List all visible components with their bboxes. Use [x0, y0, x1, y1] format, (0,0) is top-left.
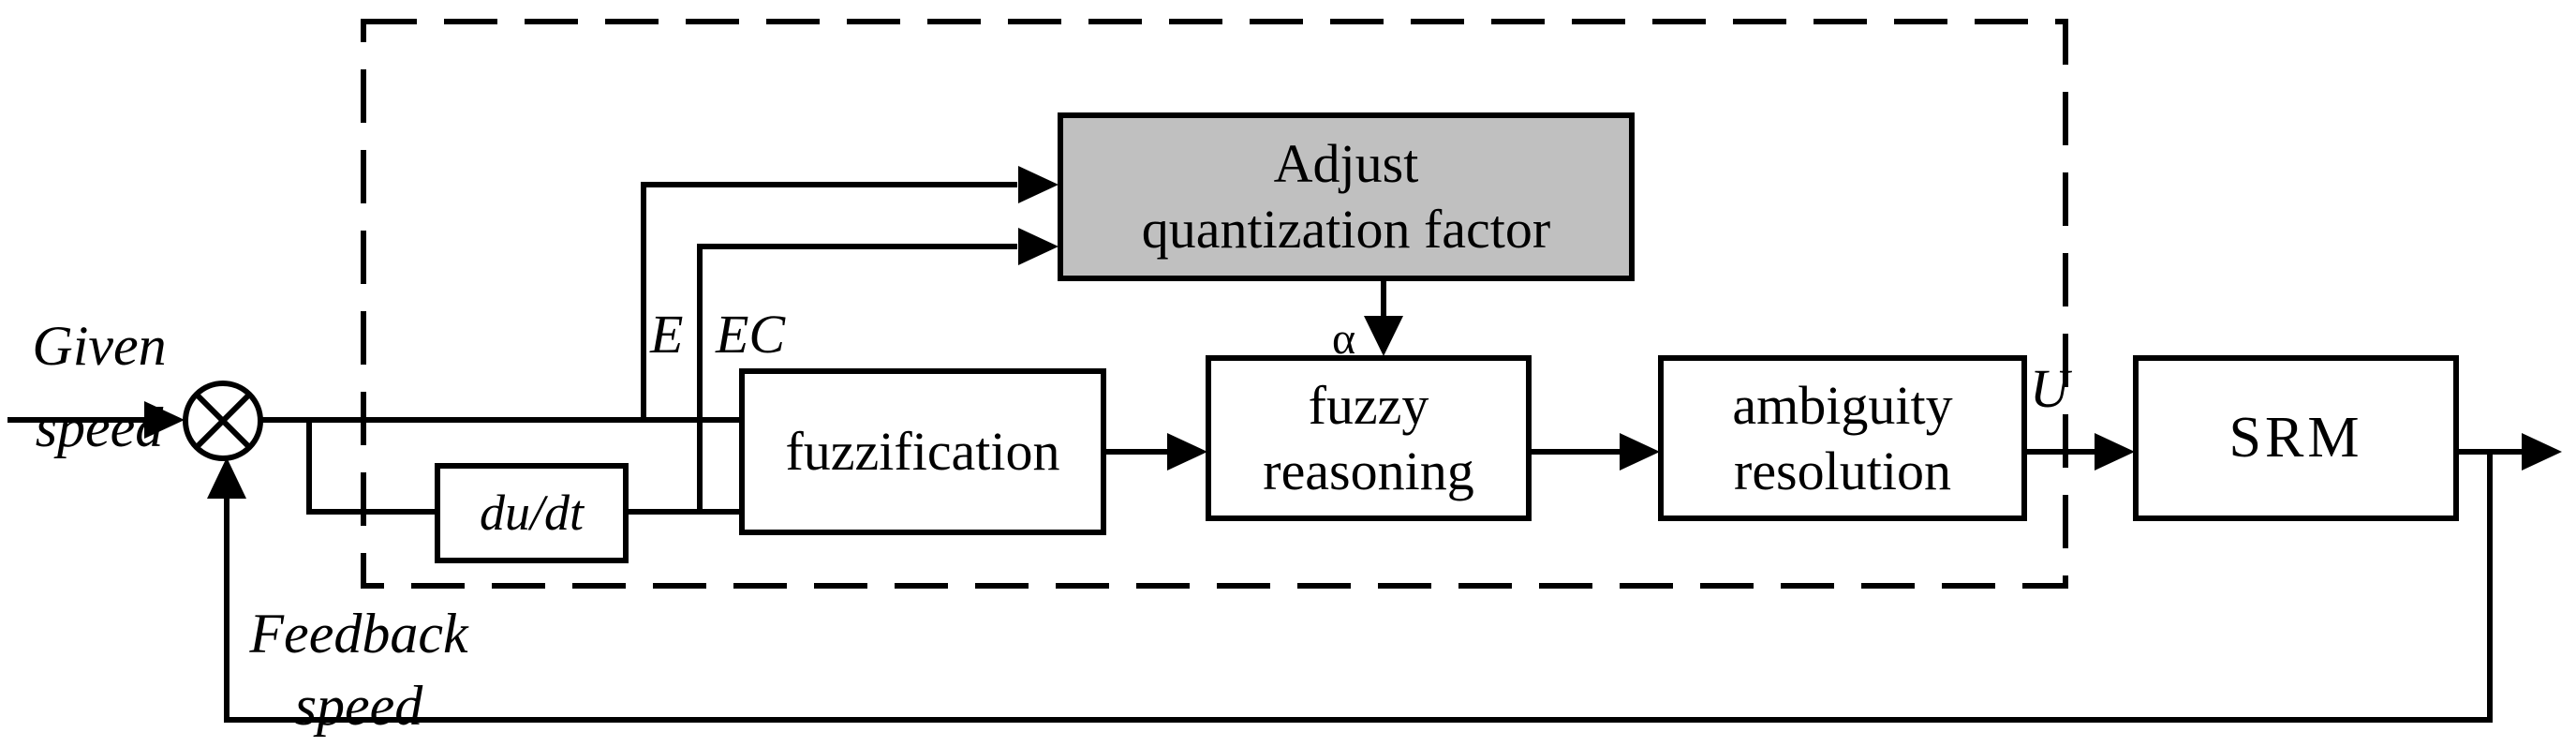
summing-junction [183, 381, 263, 461]
dudt-box [435, 463, 629, 563]
arrowhead-into-ambiguity [1620, 433, 1660, 471]
arrowhead-into-summing-junction [144, 401, 185, 439]
arrowhead-system-output [2522, 433, 2562, 471]
srm-box [2133, 355, 2459, 521]
fuzzy-reasoning-box [1206, 355, 1532, 521]
ec-signal-line [697, 244, 1017, 512]
arrowhead-ec-into-adjust [1018, 228, 1059, 265]
summing-junction-cross [194, 392, 252, 450]
adjust-quantization-factor-box [1058, 112, 1635, 281]
arrowhead-feedback-into-junction [207, 457, 246, 499]
dashed-boundary [361, 19, 2068, 589]
arrowhead-into-reasoning [1167, 433, 1207, 471]
feedback-line [224, 452, 2493, 723]
arrowhead-e-into-adjust [1018, 166, 1059, 203]
arrowhead-alpha-into-reasoning [1364, 316, 1403, 356]
dudt-branch-line [306, 420, 437, 515]
e-signal-line [641, 182, 1017, 420]
fuzzification-box [739, 368, 1106, 535]
arrowhead-into-srm [2095, 433, 2135, 471]
ambiguity-resolution-box [1658, 355, 2027, 521]
